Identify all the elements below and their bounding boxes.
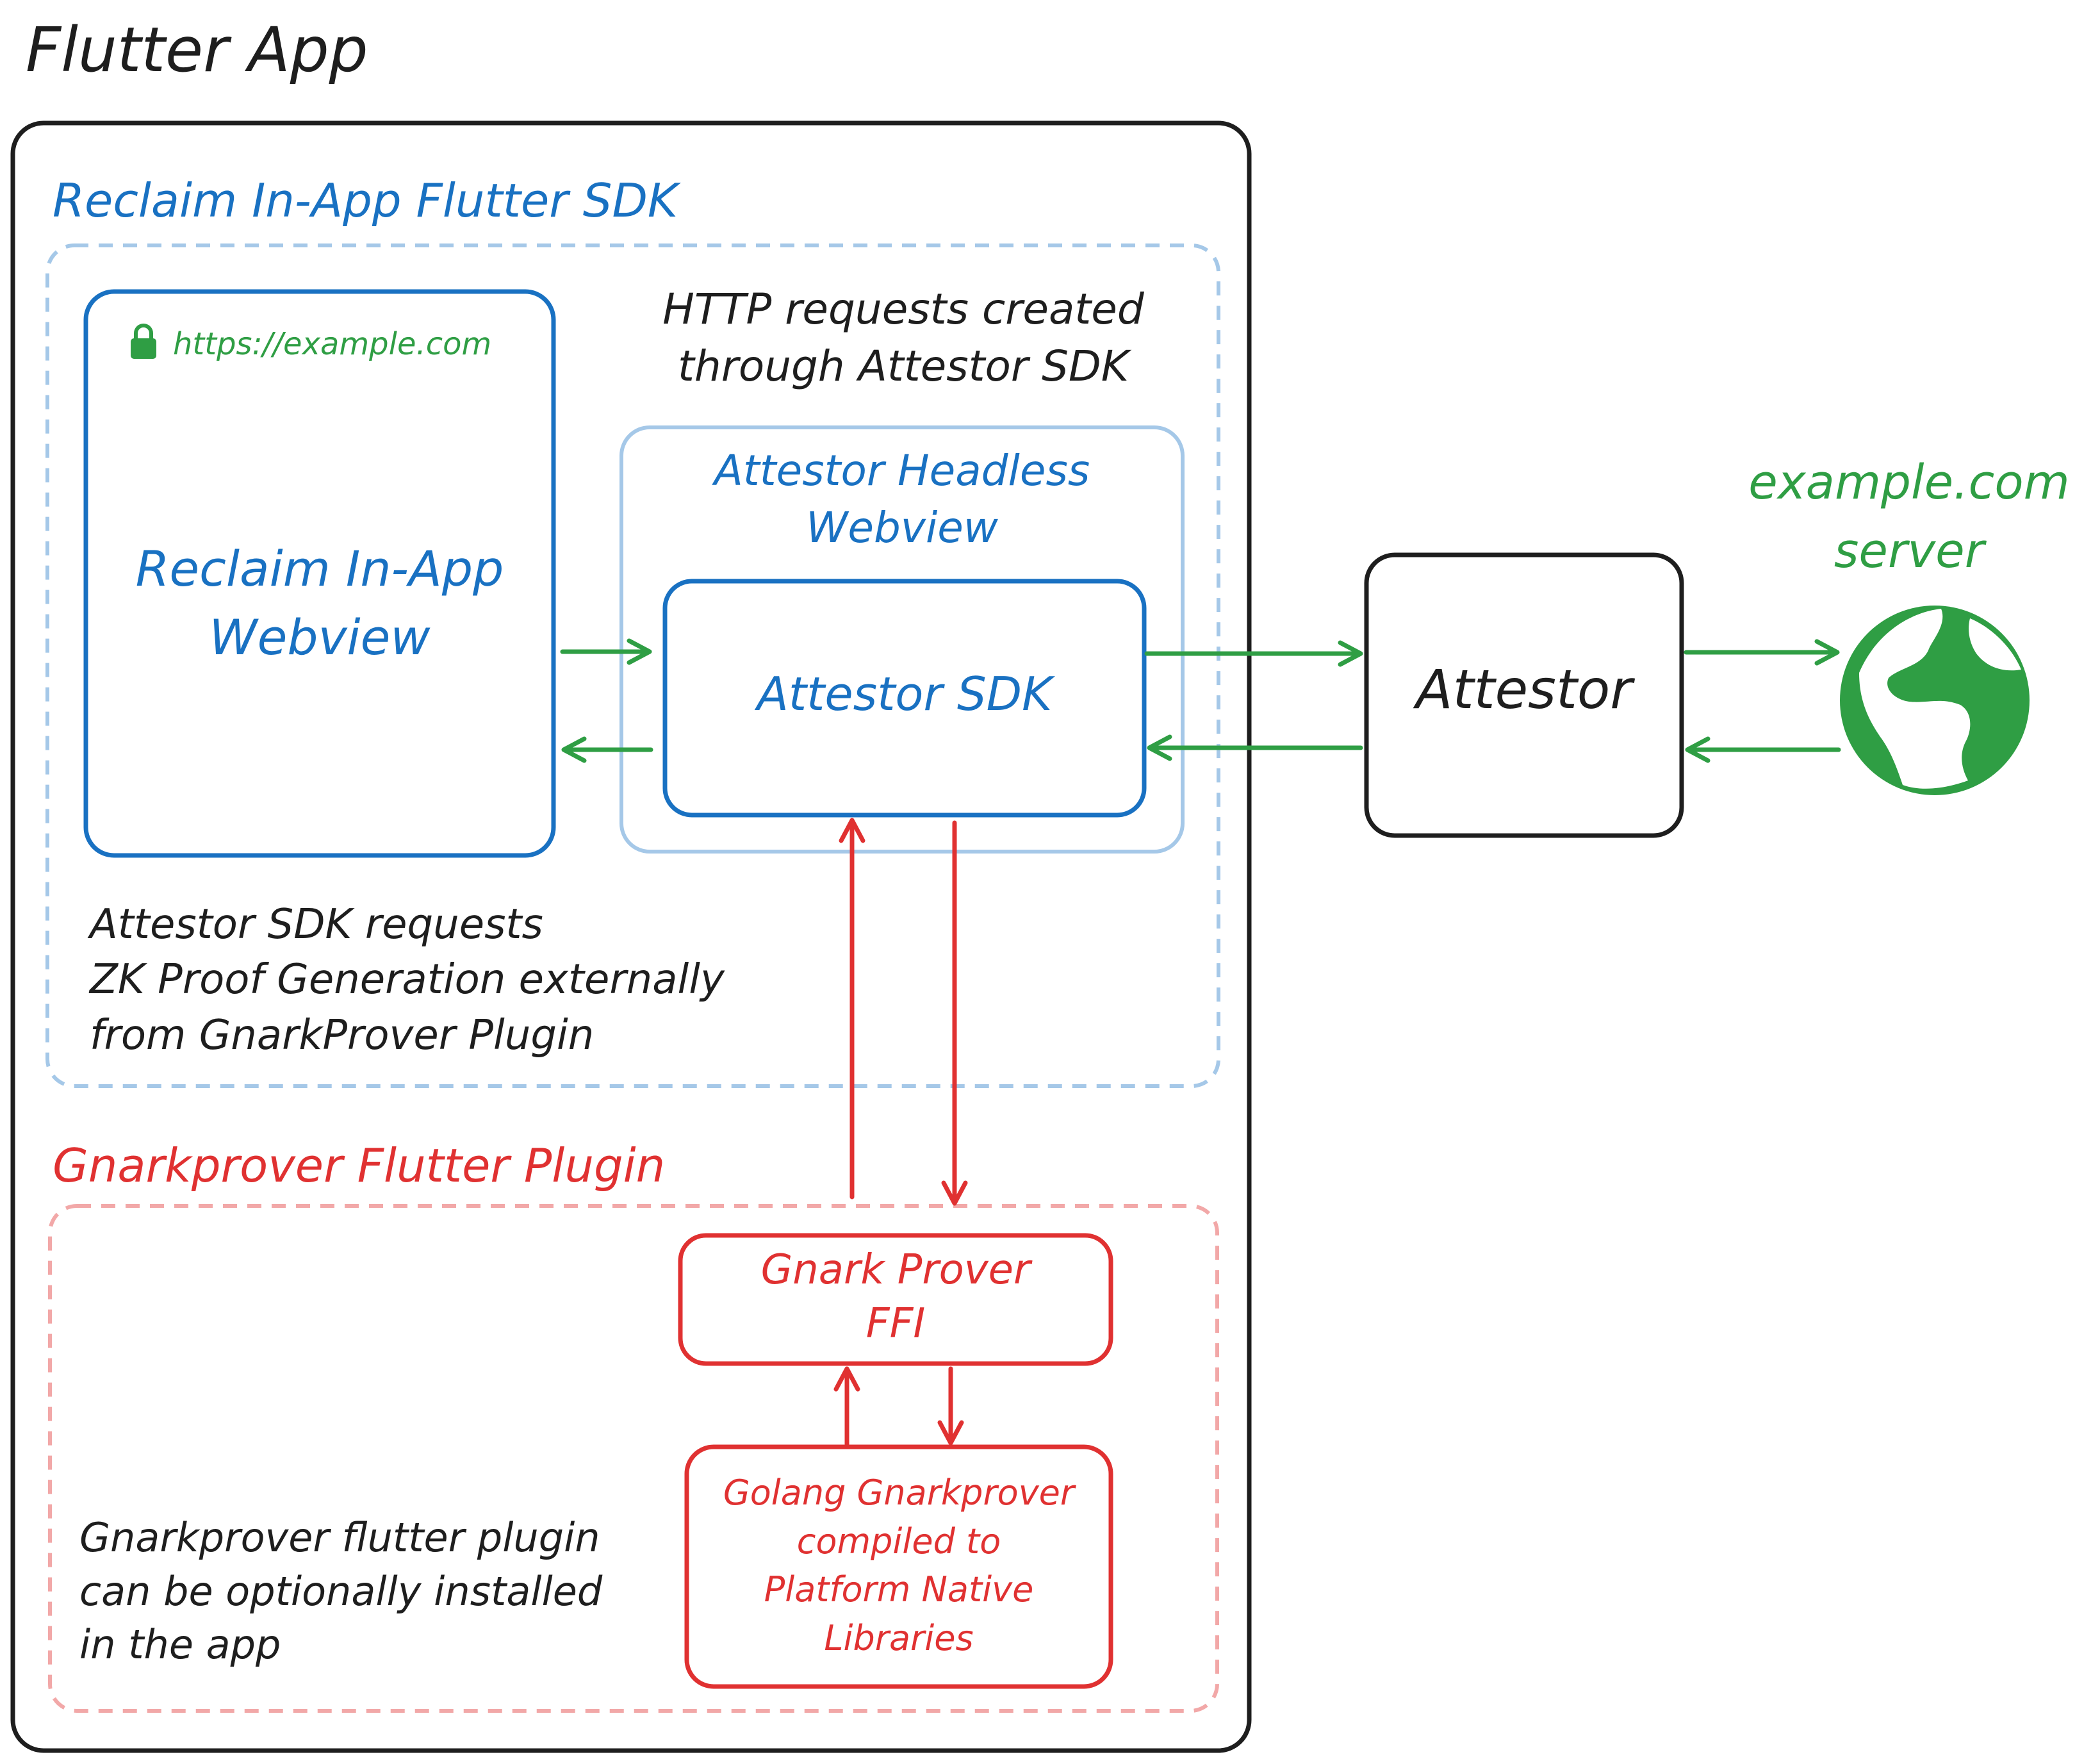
webview-url: https://example.com xyxy=(173,326,492,362)
golang-label-line1: Golang Gnarkprover xyxy=(723,1472,1075,1513)
attestor-sdk-label: Attestor SDK xyxy=(757,667,1053,721)
headless-label-line1: Attestor Headless xyxy=(714,446,1090,495)
sdk-group-label: Reclaim In-App Flutter SDK xyxy=(53,174,678,227)
server-label-line2: server xyxy=(1833,524,1985,579)
webview-label-line1: Reclaim In-App xyxy=(135,540,504,597)
http-note-line2: through Attestor SDK xyxy=(677,342,1129,392)
zk-note-line2: ZK Proof Generation externally xyxy=(90,956,725,1004)
headless-webview-box xyxy=(619,425,1185,854)
attestor-label: Attestor xyxy=(1416,658,1632,721)
arrow-golang-to-ffi xyxy=(833,1366,860,1447)
zk-note-line3: from GnarkProver Plugin xyxy=(90,1011,595,1059)
optional-install-note: Gnarkprover flutter plugin can be option… xyxy=(79,1511,602,1672)
arrow-sdk-to-ffi xyxy=(941,820,968,1206)
lock-icon xyxy=(131,324,156,359)
optional-note-line3: in the app xyxy=(79,1621,281,1669)
ffi-label: Gnark Prover FFI xyxy=(680,1243,1111,1351)
sdk-group-box xyxy=(45,243,1220,1088)
server-label-line1: example.com xyxy=(1748,455,2070,510)
ffi-box xyxy=(678,1233,1113,1366)
flutter-app-container xyxy=(10,120,1252,1753)
golang-label-line2: compiled to xyxy=(796,1521,1001,1562)
zk-note-line1: Attestor SDK requests xyxy=(90,901,543,948)
server-label: example.com server xyxy=(1730,449,2088,586)
arrow-ffi-to-golang xyxy=(937,1366,964,1446)
arrow-sdk-to-webview xyxy=(561,736,653,763)
optional-note-line2: can be optionally installed xyxy=(79,1567,603,1615)
plugin-group-label: Gnarkprover Flutter Plugin xyxy=(53,1139,666,1192)
arrow-attestor-to-sdk xyxy=(1147,734,1363,761)
webview-label-line2: Webview xyxy=(209,608,431,666)
page-title: Flutter App xyxy=(26,14,368,86)
arrow-attestor-to-server xyxy=(1684,639,1840,666)
arrow-ffi-to-sdk xyxy=(839,818,865,1200)
headless-label-line2: Webview xyxy=(806,503,998,553)
golang-label-line4: Libraries xyxy=(824,1617,974,1658)
webview-label: Reclaim In-App Webview xyxy=(86,540,554,667)
ffi-label-line2: FFI xyxy=(865,1300,926,1348)
globe-icon xyxy=(1840,606,2030,795)
golang-label: Golang Gnarkprover compiled to Platform … xyxy=(687,1469,1111,1662)
golang-box xyxy=(684,1444,1113,1689)
arrow-sdk-to-attestor xyxy=(1144,640,1363,667)
http-note: HTTP requests created through Attestor S… xyxy=(602,281,1204,395)
attestor-sdk-box xyxy=(662,579,1147,818)
http-note-line1: HTTP requests created xyxy=(662,285,1144,334)
attestor-box xyxy=(1364,552,1684,838)
webview-box xyxy=(83,289,556,858)
plugin-group-box xyxy=(48,1204,1219,1713)
arrow-webview-to-sdk xyxy=(560,638,652,665)
zk-note: Attestor SDK requests ZK Proof Generatio… xyxy=(90,897,725,1063)
headless-webview-label: Attestor Headless Webview xyxy=(621,442,1183,556)
golang-label-line3: Platform Native xyxy=(764,1569,1034,1610)
ffi-label-line1: Gnark Prover xyxy=(760,1246,1031,1294)
optional-note-line1: Gnarkprover flutter plugin xyxy=(79,1514,600,1561)
arrow-server-to-attestor xyxy=(1685,736,1841,763)
